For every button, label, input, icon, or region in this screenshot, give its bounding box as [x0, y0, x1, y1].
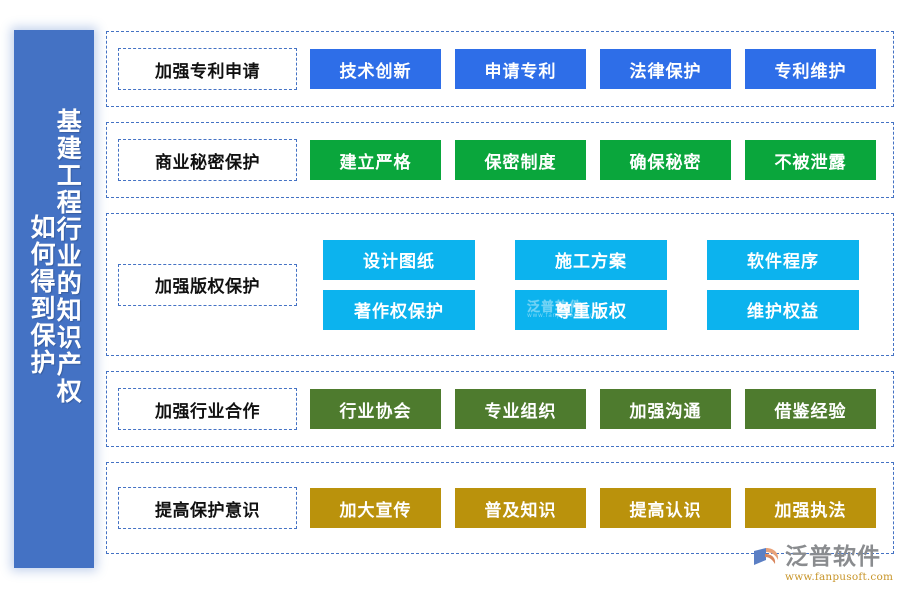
- category-label[interactable]: 加强专利申请: [118, 48, 297, 90]
- brand-url: www.fanpusoft.com: [785, 571, 894, 583]
- chip-item[interactable]: 建立严格: [310, 140, 441, 180]
- chip-group: 技术创新 申请专利 法律保护 专利维护: [297, 49, 893, 89]
- vertical-title-secondary: 如何得到保护: [27, 214, 56, 376]
- category-row-copyright: 加强版权保护 设计图纸 施工方案 软件程序 著作权保护 尊重版权 维护权益: [106, 213, 894, 356]
- chip-item[interactable]: 不被泄露: [745, 140, 876, 180]
- chip-item[interactable]: 法律保护: [600, 49, 731, 89]
- vertical-title-primary: 基建工程行业的知识产权: [53, 108, 83, 405]
- category-row-awareness: 提高保护意识 加大宣传 普及知识 提高认识 加强执法: [106, 462, 894, 554]
- category-row-patent-application: 加强专利申请 技术创新 申请专利 法律保护 专利维护: [106, 31, 894, 107]
- chip-item[interactable]: 软件程序: [707, 239, 859, 280]
- chip-item[interactable]: 尊重版权: [515, 289, 667, 330]
- chip-group: 行业协会 专业组织 加强沟通 借鉴经验: [297, 389, 893, 429]
- chip-item[interactable]: 提高认识: [600, 488, 731, 528]
- chip-group: 加大宣传 普及知识 提高认识 加强执法: [297, 488, 893, 528]
- chip-item[interactable]: 维护权益: [707, 289, 859, 330]
- fanpu-logo-icon: [752, 546, 782, 572]
- chip-item[interactable]: 著作权保护: [323, 289, 475, 330]
- category-label[interactable]: 商业秘密保护: [118, 139, 297, 181]
- brand-name: 泛普软件: [785, 544, 881, 570]
- chip-item[interactable]: 专利维护: [745, 49, 876, 89]
- chip-item[interactable]: 申请专利: [455, 49, 586, 89]
- chip-group: 设计图纸 施工方案 软件程序 著作权保护 尊重版权 维护权益: [297, 239, 893, 330]
- chip-item[interactable]: 保密制度: [455, 140, 586, 180]
- chip-item[interactable]: 加大宣传: [310, 488, 441, 528]
- chip-item[interactable]: 专业组织: [455, 389, 586, 429]
- category-row-trade-secret: 商业秘密保护 建立严格 保密制度 确保秘密 不被泄露: [106, 122, 894, 198]
- brand-text: 泛普软件 www.fanpusoft.com: [785, 544, 894, 584]
- chip-item[interactable]: 施工方案: [515, 239, 667, 280]
- chip-item[interactable]: 确保秘密: [600, 140, 731, 180]
- chip-item[interactable]: 普及知识: [455, 488, 586, 528]
- brand-logo: 泛普软件 www.fanpusoft.com: [752, 546, 893, 583]
- chip-item[interactable]: 加强执法: [745, 488, 876, 528]
- chip-item[interactable]: 借鉴经验: [745, 389, 876, 429]
- vertical-title-bar: 基建工程行业的知识产权 如何得到保护: [14, 30, 94, 568]
- category-label[interactable]: 加强版权保护: [118, 263, 297, 306]
- chip-item[interactable]: 设计图纸: [323, 239, 475, 280]
- chip-group: 建立严格 保密制度 确保秘密 不被泄露: [297, 140, 893, 180]
- chip-item[interactable]: 加强沟通: [600, 389, 731, 429]
- chip-item[interactable]: 技术创新: [310, 49, 441, 89]
- chip-item[interactable]: 行业协会: [310, 389, 441, 429]
- category-label[interactable]: 提高保护意识: [118, 487, 297, 529]
- category-label[interactable]: 加强行业合作: [118, 388, 297, 430]
- category-row-industry-cooperation: 加强行业合作 行业协会 专业组织 加强沟通 借鉴经验: [106, 371, 894, 447]
